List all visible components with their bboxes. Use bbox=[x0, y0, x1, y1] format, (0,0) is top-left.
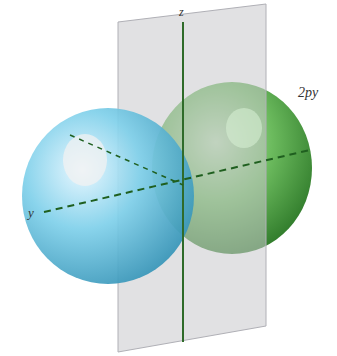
axis-label: 2py bbox=[298, 86, 318, 100]
axis-label: z bbox=[179, 6, 184, 18]
highlight bbox=[63, 134, 107, 186]
axis-label: y bbox=[28, 206, 34, 219]
z-axis bbox=[182, 22, 184, 342]
x-axis bbox=[70, 135, 183, 185]
blue-lobe bbox=[22, 108, 194, 284]
highlight bbox=[226, 108, 262, 148]
y-axis bbox=[44, 150, 310, 212]
